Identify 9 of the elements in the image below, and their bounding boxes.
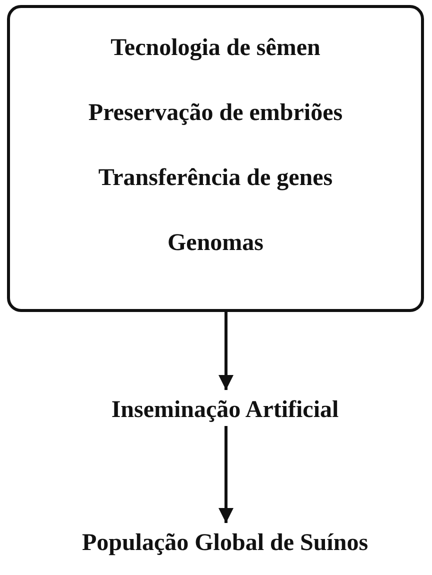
rounded-box <box>7 5 424 312</box>
list-item-text: Genomas <box>168 229 264 257</box>
arrow <box>218 312 234 390</box>
list-item-text: Preservação de embriões <box>88 99 343 127</box>
arrow <box>218 426 234 523</box>
node-label: Inseminação Artificial <box>111 396 339 424</box>
node-label: População Global de Suínos <box>82 529 368 557</box>
list-item-text: Transferência de genes <box>98 164 333 192</box>
list-item-text: Tecnologia de sêmen <box>110 34 320 62</box>
